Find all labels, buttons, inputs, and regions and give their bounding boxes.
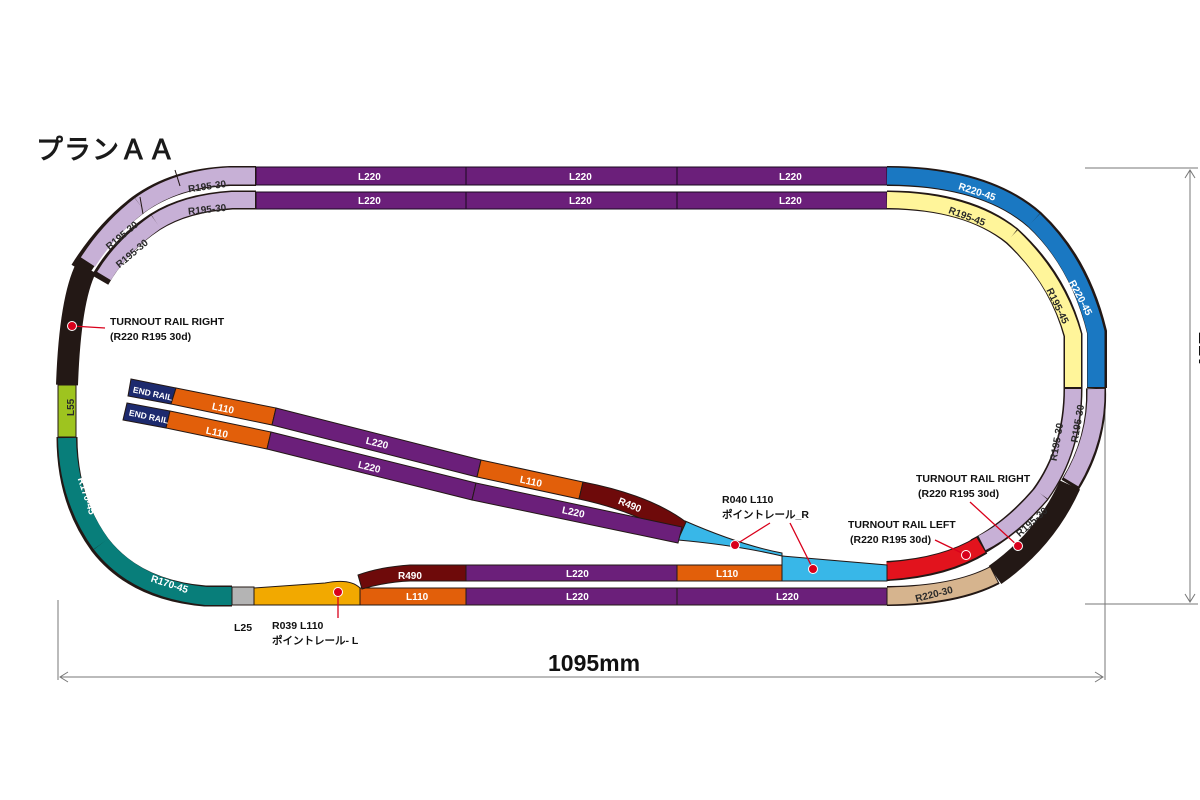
track-label: L220 bbox=[561, 505, 586, 521]
annotation-point-r-line1: R040 L110 bbox=[722, 494, 774, 506]
point-rail-r bbox=[677, 520, 888, 582]
track-label: L220 bbox=[776, 592, 799, 603]
annotation-l25: L25 bbox=[234, 622, 252, 634]
annotation-turnout-left-line1: TURNOUT RAIL LEFT bbox=[848, 519, 956, 531]
track-label: L220 bbox=[569, 196, 592, 207]
bottom-outer-straights: L110 L220 L220 bbox=[253, 580, 888, 606]
track-label: L220 bbox=[358, 196, 381, 207]
track-label: L220 bbox=[358, 172, 381, 183]
track-label: L220 bbox=[779, 172, 802, 183]
track-label: L110 bbox=[716, 569, 739, 580]
track-label: L110 bbox=[205, 426, 229, 441]
top-inner-straights: L220 L220 L220 bbox=[255, 191, 888, 210]
annotation-left-turnout-line2: (R220 R195 30d) bbox=[110, 331, 191, 343]
annotation-right-turnout-line2: (R220 R195 30d) bbox=[918, 488, 999, 500]
annotation-left-turnout-line1: TURNOUT RAIL RIGHT bbox=[110, 316, 225, 328]
left-top-curves bbox=[71, 166, 256, 285]
bottom-inner-straights: R490 L220 L110 bbox=[357, 564, 783, 590]
right-curves bbox=[886, 166, 1107, 606]
siding-lower: END RAIL L110 L220 L220 bbox=[122, 402, 683, 544]
track-label: L220 bbox=[569, 172, 592, 183]
annotation-point-l-line2: ポイントレール- L bbox=[272, 634, 359, 647]
annotation-point-l-line1: R039 L110 bbox=[272, 620, 324, 632]
annotation-markers bbox=[67, 321, 1023, 618]
track-label: R195-30 bbox=[188, 203, 228, 218]
dimension-lines bbox=[57, 167, 1198, 683]
siding-upper: END RAIL L110 L220 L110 R490 bbox=[127, 378, 687, 541]
track-label: L110 bbox=[406, 592, 429, 603]
track-label: L110 bbox=[519, 475, 543, 490]
track-label: R195-30 bbox=[187, 179, 227, 195]
track-label: L110 bbox=[211, 401, 235, 416]
track-label: L220 bbox=[779, 196, 802, 207]
page-title: プランＡＡ bbox=[36, 135, 176, 166]
top-outer-straights: L220 L220 L220 bbox=[255, 166, 888, 186]
track-label: R490 bbox=[398, 571, 422, 582]
annotation-point-r-line2: ポイントレール_R bbox=[722, 508, 809, 521]
track-label: L220 bbox=[364, 436, 389, 452]
track-label: L55 bbox=[66, 398, 77, 416]
height-dimension-label: 457mm bbox=[1194, 291, 1200, 370]
left-turnout-and-lower-curve bbox=[56, 263, 255, 607]
track-label: L220 bbox=[566, 569, 589, 580]
track-label: L220 bbox=[357, 460, 382, 476]
annotation-right-turnout-line1: TURNOUT RAIL RIGHT bbox=[916, 473, 1031, 485]
track-label: L220 bbox=[566, 592, 589, 603]
width-dimension-label: 1095mm bbox=[548, 650, 640, 676]
annotation-turnout-left-line2: (R220 R195 30d) bbox=[850, 534, 931, 546]
